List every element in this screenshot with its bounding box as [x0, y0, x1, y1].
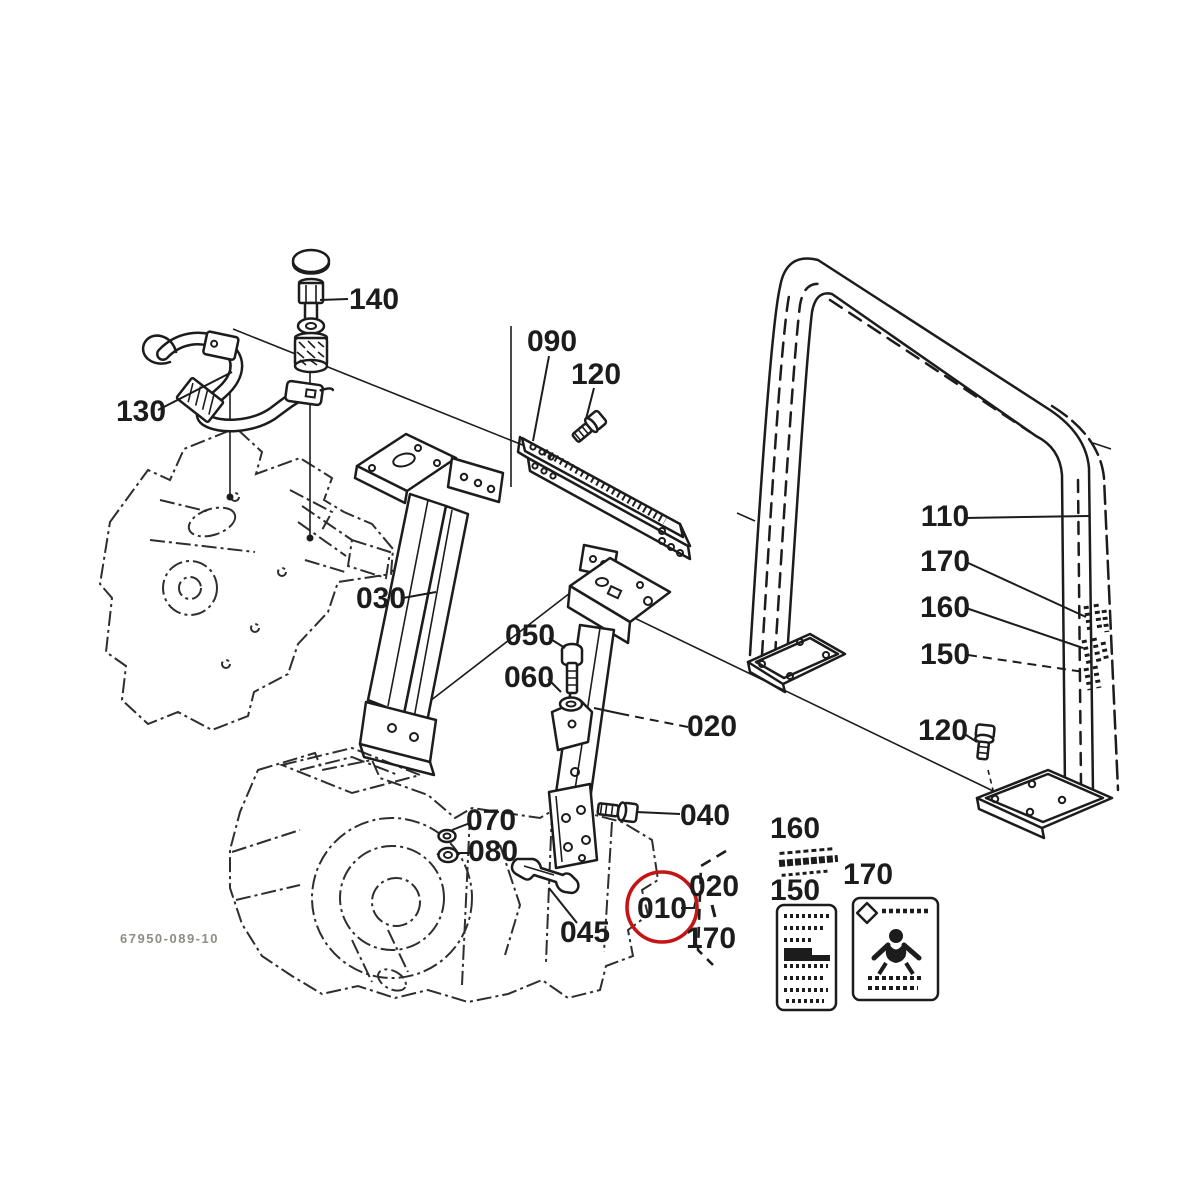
- knob-stack-part: [291, 248, 331, 374]
- callout-060: 060: [504, 661, 554, 694]
- bracket-030-part: [353, 432, 505, 777]
- callout-080: 080: [468, 835, 518, 868]
- highlight-group: [625, 849, 727, 966]
- callout-010-highlighted: 010: [637, 892, 687, 925]
- callout-170-group: 170: [686, 922, 736, 955]
- bolt-120-top: [571, 409, 608, 443]
- callout-150-right: 150: [920, 638, 970, 671]
- bolt-040-part: [596, 801, 639, 824]
- callout-045: 045: [560, 916, 610, 949]
- belt-adjuster: [175, 376, 225, 424]
- callout-170-right: 170: [920, 545, 970, 578]
- callout-030: 030: [356, 582, 406, 615]
- decal-170-sticker: [851, 896, 940, 1002]
- callout-110: 110: [921, 500, 969, 533]
- callout-160-decal: 160: [770, 812, 820, 845]
- cross-rail-part: [516, 435, 692, 561]
- callout-090: 090: [527, 325, 577, 358]
- decal-patches-on-hoop: [1081, 603, 1110, 691]
- callout-120-top: 120: [571, 358, 621, 391]
- callout-020: 020: [687, 710, 737, 743]
- callout-040: 040: [680, 799, 730, 832]
- bolt-050-part: [560, 642, 584, 695]
- nut-080-part: [436, 846, 460, 864]
- seatbelt-part: [141, 330, 335, 433]
- washer-070-part: [437, 828, 457, 844]
- transmission-phantom-view: [229, 746, 660, 1004]
- clamp-045-part: [510, 857, 580, 895]
- warning-diamond-icon: [855, 901, 879, 925]
- bracket-020-part: [547, 543, 672, 870]
- callout-070: 070: [466, 804, 516, 837]
- callout-130: 130: [116, 395, 166, 428]
- belt-tongue: [284, 379, 335, 407]
- callout-140: 140: [349, 283, 399, 316]
- rops-hoop-part: [736, 257, 1120, 840]
- washer-060-part: [558, 696, 584, 712]
- callout-120-right: 120: [918, 714, 968, 747]
- leader-lines: [157, 298, 1090, 924]
- callout-020-group: 020: [689, 870, 739, 903]
- group-connector: [710, 904, 717, 918]
- callout-170-decal: 170: [843, 858, 893, 891]
- decal-150-sticker: [775, 903, 838, 1012]
- chassis-phantom-view: [98, 426, 395, 732]
- decal-160-sticker: [778, 847, 839, 877]
- highlight-circle: [625, 870, 699, 944]
- rollover-pictogram-icon: [871, 929, 922, 976]
- callout-labels: 140 130 090 120 030 050 060 020 040 070 …: [116, 283, 970, 955]
- callout-050: 050: [505, 619, 555, 652]
- callout-150-decal: 150: [770, 874, 820, 907]
- callout-160-right: 160: [920, 591, 970, 624]
- drawing-code: 67950-089-10: [120, 931, 219, 946]
- bolt-120-right: [974, 723, 996, 761]
